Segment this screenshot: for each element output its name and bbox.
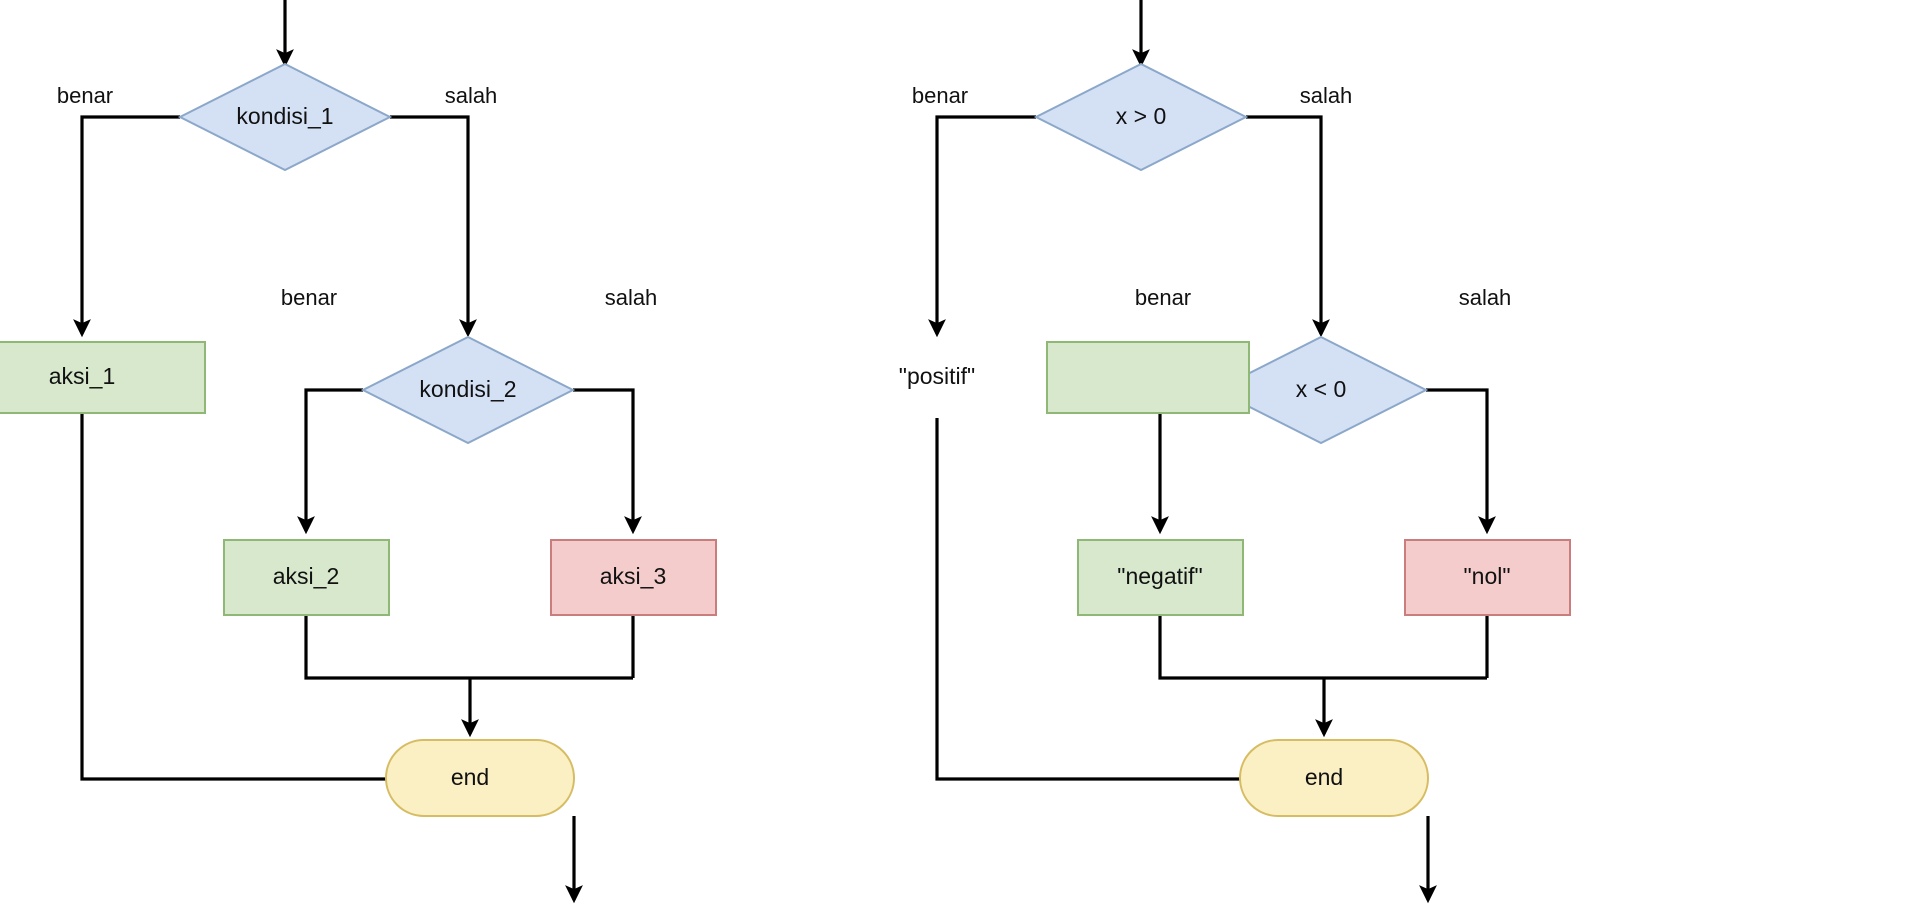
- edge-decision1-false-to-decision2-sign: [1246, 115, 1330, 338]
- node-decision-x-greater-zero[interactable]: x > 0: [1033, 62, 1249, 172]
- node-terminator-end-left[interactable]: end: [385, 739, 575, 817]
- edge-label-decision1-false-sign: salah: [1300, 83, 1353, 108]
- node-terminator-end-right[interactable]: end: [1239, 739, 1429, 817]
- node-process-positif[interactable]: "positif": [899, 341, 1250, 414]
- node-decision-x-less-zero[interactable]: x < 0: [1213, 335, 1429, 445]
- node-process-aksi-1-label: aksi_1: [49, 363, 115, 389]
- node-process-aksi-1[interactable]: aksi_1: [0, 341, 206, 414]
- edge-label-decision2-true: benar: [281, 285, 337, 310]
- edge-label-decision2-false: salah: [605, 285, 658, 310]
- node-process-aksi-3-label: aksi_3: [600, 563, 666, 589]
- edge-action2-to-merge-sign: [1158, 615, 1487, 680]
- node-process-nol-label: "nol": [1463, 563, 1510, 589]
- edge-action1-to-end: [80, 412, 471, 788]
- node-process-nol[interactable]: "nol": [1404, 539, 1571, 616]
- edge-label-decision1-false: salah: [445, 83, 498, 108]
- edge-label-decision1-true-sign: benar: [912, 83, 968, 108]
- node-process-aksi-2-label: aksi_2: [273, 563, 339, 589]
- node-decision-kondisi-2[interactable]: kondisi_2: [360, 335, 576, 445]
- diagram-sign-flow: x > 0 x < 0 "positif" "negatif" "nol": [899, 0, 1571, 904]
- edge-decision2-false-to-action3-sign: [1426, 388, 1496, 535]
- node-decision-x-less-zero-label: x < 0: [1296, 376, 1347, 402]
- diagram-generic-flow: kondisi_1 kondisi_2 aksi_1 aksi_2 aksi_3: [0, 0, 717, 904]
- node-decision-kondisi-1-label: kondisi_1: [236, 103, 333, 129]
- node-decision-x-greater-zero-label: x > 0: [1116, 103, 1167, 129]
- node-decision-kondisi-1[interactable]: kondisi_1: [177, 62, 393, 172]
- edge-decision1-true-to-action1: [73, 115, 180, 338]
- edge-label-decision1-true: benar: [57, 83, 113, 108]
- node-process-negatif-label: "negatif": [1117, 563, 1202, 589]
- edge-action2-to-merge: [304, 615, 633, 680]
- edge-decision2-false-to-action3: [573, 388, 642, 535]
- node-terminator-end-right-label: end: [1305, 764, 1343, 790]
- edge-decision1-true-to-action1-sign: [928, 115, 1036, 338]
- edge-label-decision2-false-sign: salah: [1459, 285, 1512, 310]
- node-process-aksi-3[interactable]: aksi_3: [550, 539, 717, 616]
- node-process-aksi-2[interactable]: aksi_2: [223, 539, 390, 616]
- edge-label-decision2-true-sign: benar: [1135, 285, 1191, 310]
- edge-decision2-true-to-action2: [297, 388, 363, 535]
- node-terminator-end-left-label: end: [451, 764, 489, 790]
- node-decision-kondisi-2-label: kondisi_2: [419, 376, 516, 402]
- edge-decision1-false-to-decision2: [390, 115, 477, 338]
- edge-action1-to-end-sign: [935, 418, 1325, 788]
- node-process-positif-label: "positif": [899, 363, 975, 389]
- node-process-negatif[interactable]: "negatif": [1077, 539, 1244, 616]
